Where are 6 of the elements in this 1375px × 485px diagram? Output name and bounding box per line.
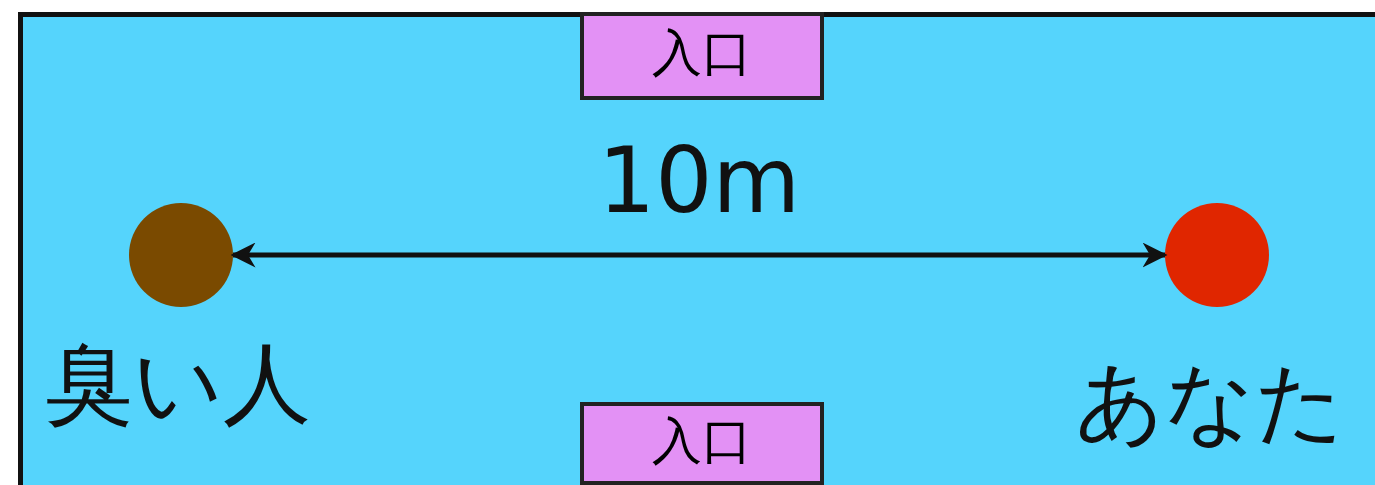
entrance-box: 入口 — [580, 402, 824, 485]
person-label: 臭い人 — [45, 340, 311, 428]
person-label: あなた — [1075, 358, 1345, 446]
edge-label: 10m — [596, 136, 802, 226]
double-arrow — [230, 242, 1168, 268]
entrance-box: 入口 — [580, 12, 824, 100]
